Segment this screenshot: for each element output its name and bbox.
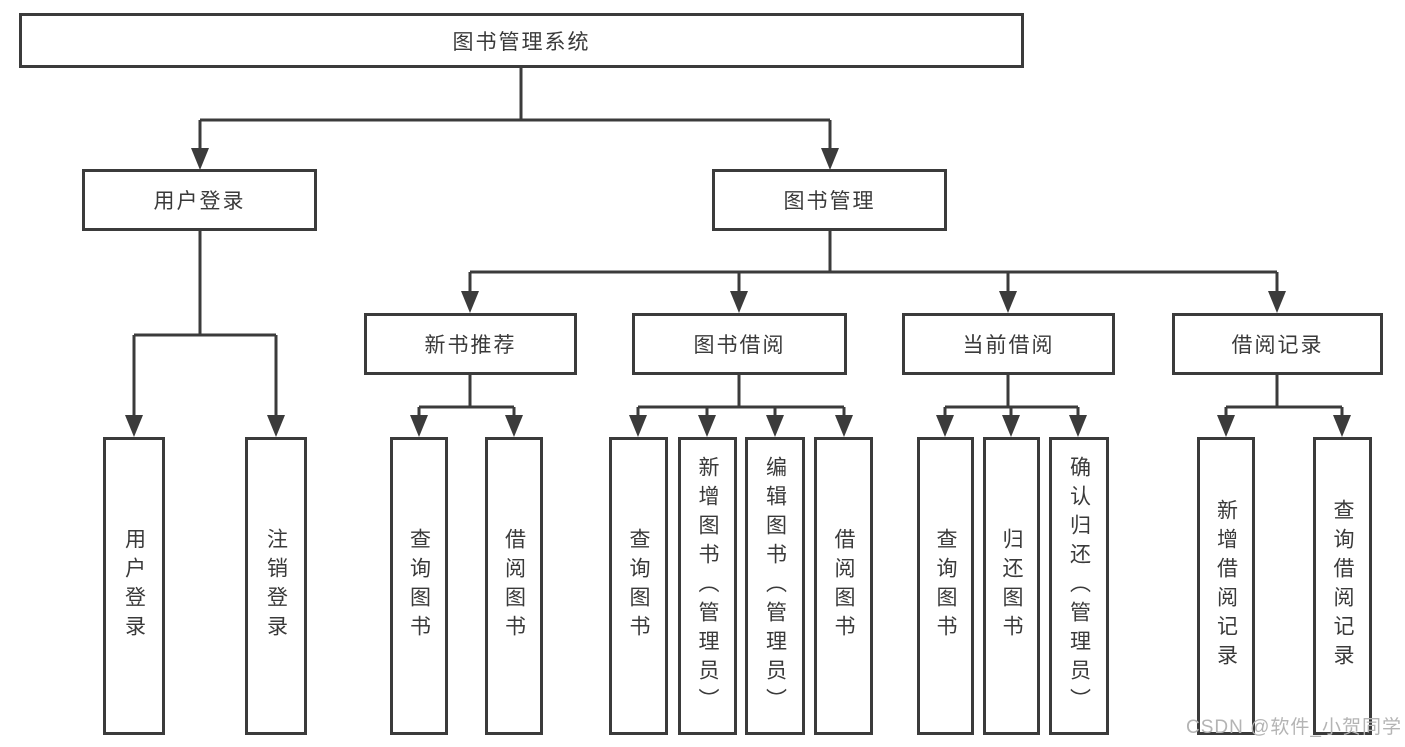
leaf-add-books-admin: 新增图书（管理员）: [678, 437, 737, 735]
node-current-borrowing: 当前借阅: [902, 313, 1115, 375]
leaf-query-books-current: 查询图书: [917, 437, 974, 735]
node-borrowing-records: 借阅记录: [1172, 313, 1383, 375]
leaf-query-borrow-record: 查询借阅记录: [1313, 437, 1372, 735]
leaf-user-login: 用户登录: [103, 437, 165, 735]
leaf-label: 查询图书: [934, 528, 957, 644]
leaf-label: 编辑图书（管理员）: [763, 455, 787, 717]
leaf-label: 确认归还（管理员）: [1067, 455, 1091, 717]
leaf-label: 查询借阅记录: [1331, 499, 1354, 673]
leaf-borrow-books: 借阅图书: [814, 437, 873, 735]
leaf-borrow-books-recommend: 借阅图书: [485, 437, 543, 735]
leaf-query-books-borrowing: 查询图书: [609, 437, 668, 735]
leaf-label: 新增借阅记录: [1214, 499, 1238, 673]
leaf-confirm-return-admin: 确认归还（管理员）: [1049, 437, 1109, 735]
node-new-book-recommendation: 新书推荐: [364, 313, 577, 375]
leaf-add-borrow-record: 新增借阅记录: [1197, 437, 1255, 735]
leaf-label: 借阅图书: [832, 528, 855, 644]
leaf-label: 借阅图书: [502, 528, 526, 644]
leaf-label: 新增图书（管理员）: [696, 455, 719, 717]
leaf-label: 用户登录: [122, 528, 146, 644]
leaf-label: 查询图书: [407, 528, 431, 644]
leaf-edit-books-admin: 编辑图书（管理员）: [745, 437, 805, 735]
leaf-label: 注销登录: [264, 528, 288, 644]
leaf-logout: 注销登录: [245, 437, 307, 735]
leaf-label: 查询图书: [627, 528, 650, 644]
node-book-borrowing: 图书借阅: [632, 313, 847, 375]
node-user-login-branch: 用户登录: [82, 169, 317, 231]
leaf-query-books-recommend: 查询图书: [390, 437, 448, 735]
leaf-return-books: 归还图书: [983, 437, 1040, 735]
csdn-watermark: CSDN @软件_小贺同学: [1186, 717, 1402, 738]
leaf-label: 归还图书: [1000, 528, 1023, 644]
node-library-system: 图书管理系统: [19, 13, 1024, 68]
node-book-management-branch: 图书管理: [712, 169, 947, 231]
